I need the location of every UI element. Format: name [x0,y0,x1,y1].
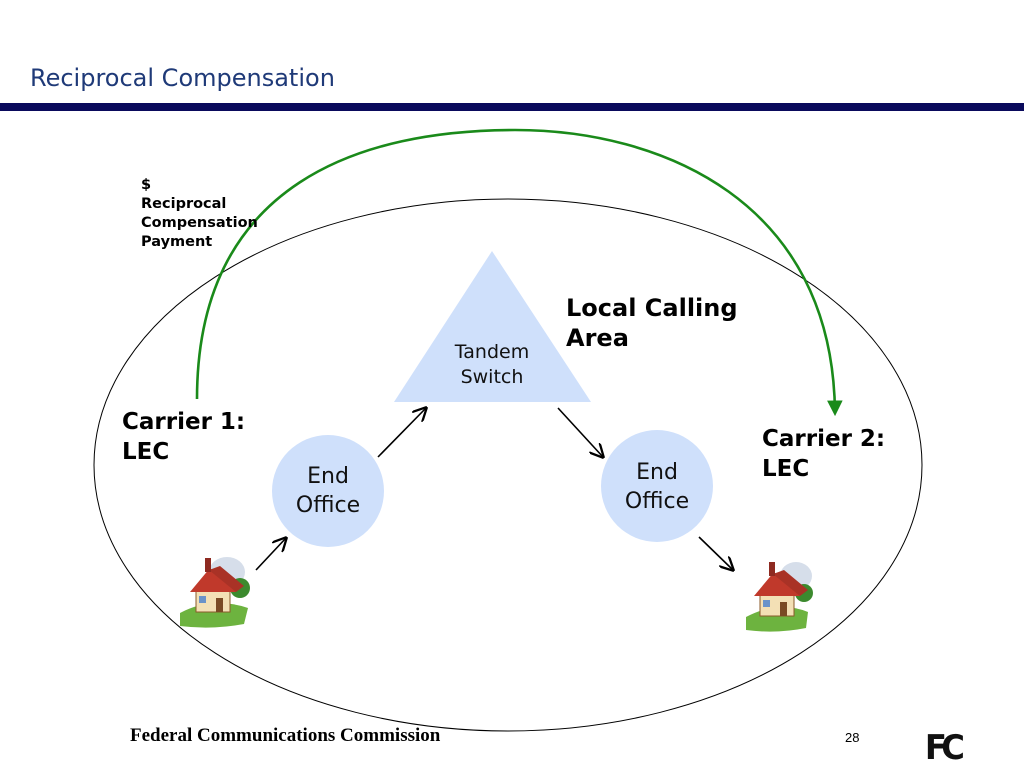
end-office-left-line: Office [295,493,361,518]
payment-label-line: $ [141,177,152,193]
payment-label-line: Payment [141,234,213,250]
title-rule [0,103,1024,111]
payment-label: $ Reciprocal Compensation Payment [141,176,258,252]
house-icon-left [180,557,250,628]
tandem-switch-label: Tandem Switch [422,340,562,390]
arrow-house-to-end-office [255,538,286,571]
end-office-left-circle [272,435,384,547]
end-office-right-label: End Office [597,458,717,516]
end-office-right-line: Office [624,489,690,514]
tandem-switch-line: Tandem [454,341,530,363]
carrier-1-line: Carrier 1: [122,409,246,435]
footer-organization: Federal Communications Commission [130,725,441,746]
arrow-tandem-to-end-office [557,407,603,457]
fcc-logo-icon: FC [924,728,965,768]
house-icon-right [746,562,813,632]
arrow-end-office-to-tandem [377,408,426,458]
payment-arrow [195,128,843,417]
end-office-right-line: End [636,460,678,485]
slide-title: Reciprocal Compensation [30,64,335,92]
payment-label-line: Compensation [141,215,258,231]
local-calling-area-label: Local Calling Area [566,293,738,353]
tandem-switch-line: Switch [460,366,524,388]
carrier-2-line: LEC [762,456,810,482]
end-office-left-line: End [307,464,349,489]
arrow-end-office-to-house [698,536,733,570]
carrier-2-label: Carrier 2: LEC [762,424,885,484]
calling-area-ellipse [93,198,923,732]
end-office-left-label: End Office [268,462,388,520]
carrier-2-line: Carrier 2: [762,426,886,452]
page-number: 28 [845,730,860,745]
carrier-1-line: LEC [122,439,170,465]
carrier-1-label: Carrier 1: LEC [122,407,245,467]
local-calling-area-line: Area [566,324,629,352]
local-calling-area-line: Local Calling [566,294,738,322]
tandem-switch-triangle [394,251,591,402]
end-office-right-circle [601,430,713,542]
payment-label-line: Reciprocal [141,196,227,212]
